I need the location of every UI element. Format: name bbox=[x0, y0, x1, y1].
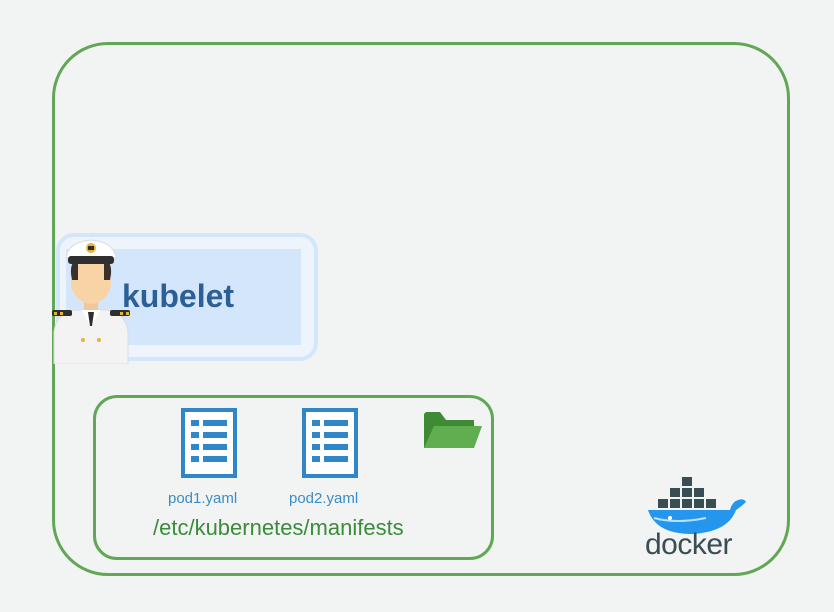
file-label: pod1.yaml bbox=[168, 490, 238, 507]
manifests-folder-box bbox=[93, 395, 494, 560]
docker-whale-icon bbox=[648, 477, 746, 534]
file-label: pod2.yaml bbox=[289, 490, 359, 507]
manifests-path: /etc/kubernetes/manifests bbox=[153, 515, 404, 540]
captain-icon bbox=[52, 239, 130, 364]
folder-open-icon bbox=[424, 412, 482, 448]
document-list-icon bbox=[302, 408, 358, 478]
document-list-icon bbox=[181, 408, 237, 478]
kubelet-label: kubelet bbox=[122, 278, 235, 314]
node-boundary bbox=[52, 42, 790, 576]
docker-label: docker bbox=[645, 528, 733, 561]
